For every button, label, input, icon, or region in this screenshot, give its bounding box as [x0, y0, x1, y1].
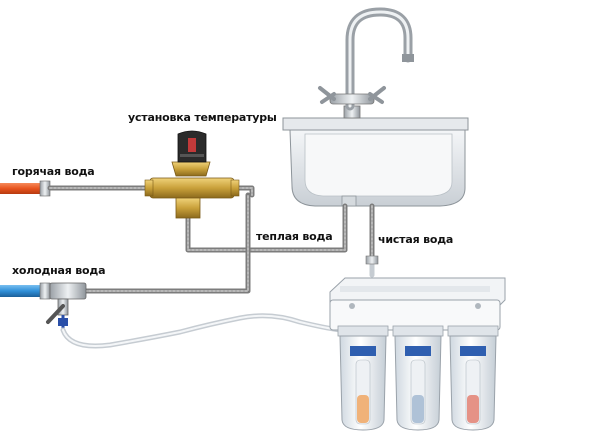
- braided-hoses: [47, 185, 375, 294]
- label-warm-water: теплая вода: [256, 230, 333, 243]
- water-filter-icon: [329, 277, 506, 431]
- faucet-icon: [318, 7, 414, 119]
- ball-valve-icon: [46, 282, 87, 330]
- label-cold-water: холодная вода: [12, 264, 106, 277]
- cold-water-pipe: [0, 282, 51, 300]
- hot-water-pipe: [0, 180, 51, 197]
- label-temp-setting: установка температуры: [128, 111, 277, 124]
- label-clean-water: чистая вода: [378, 233, 454, 246]
- filter-feed-tube: [60, 255, 379, 349]
- label-hot-water: горячая вода: [12, 165, 95, 178]
- thermostatic-valve-icon: [144, 130, 240, 219]
- sink: [282, 117, 469, 207]
